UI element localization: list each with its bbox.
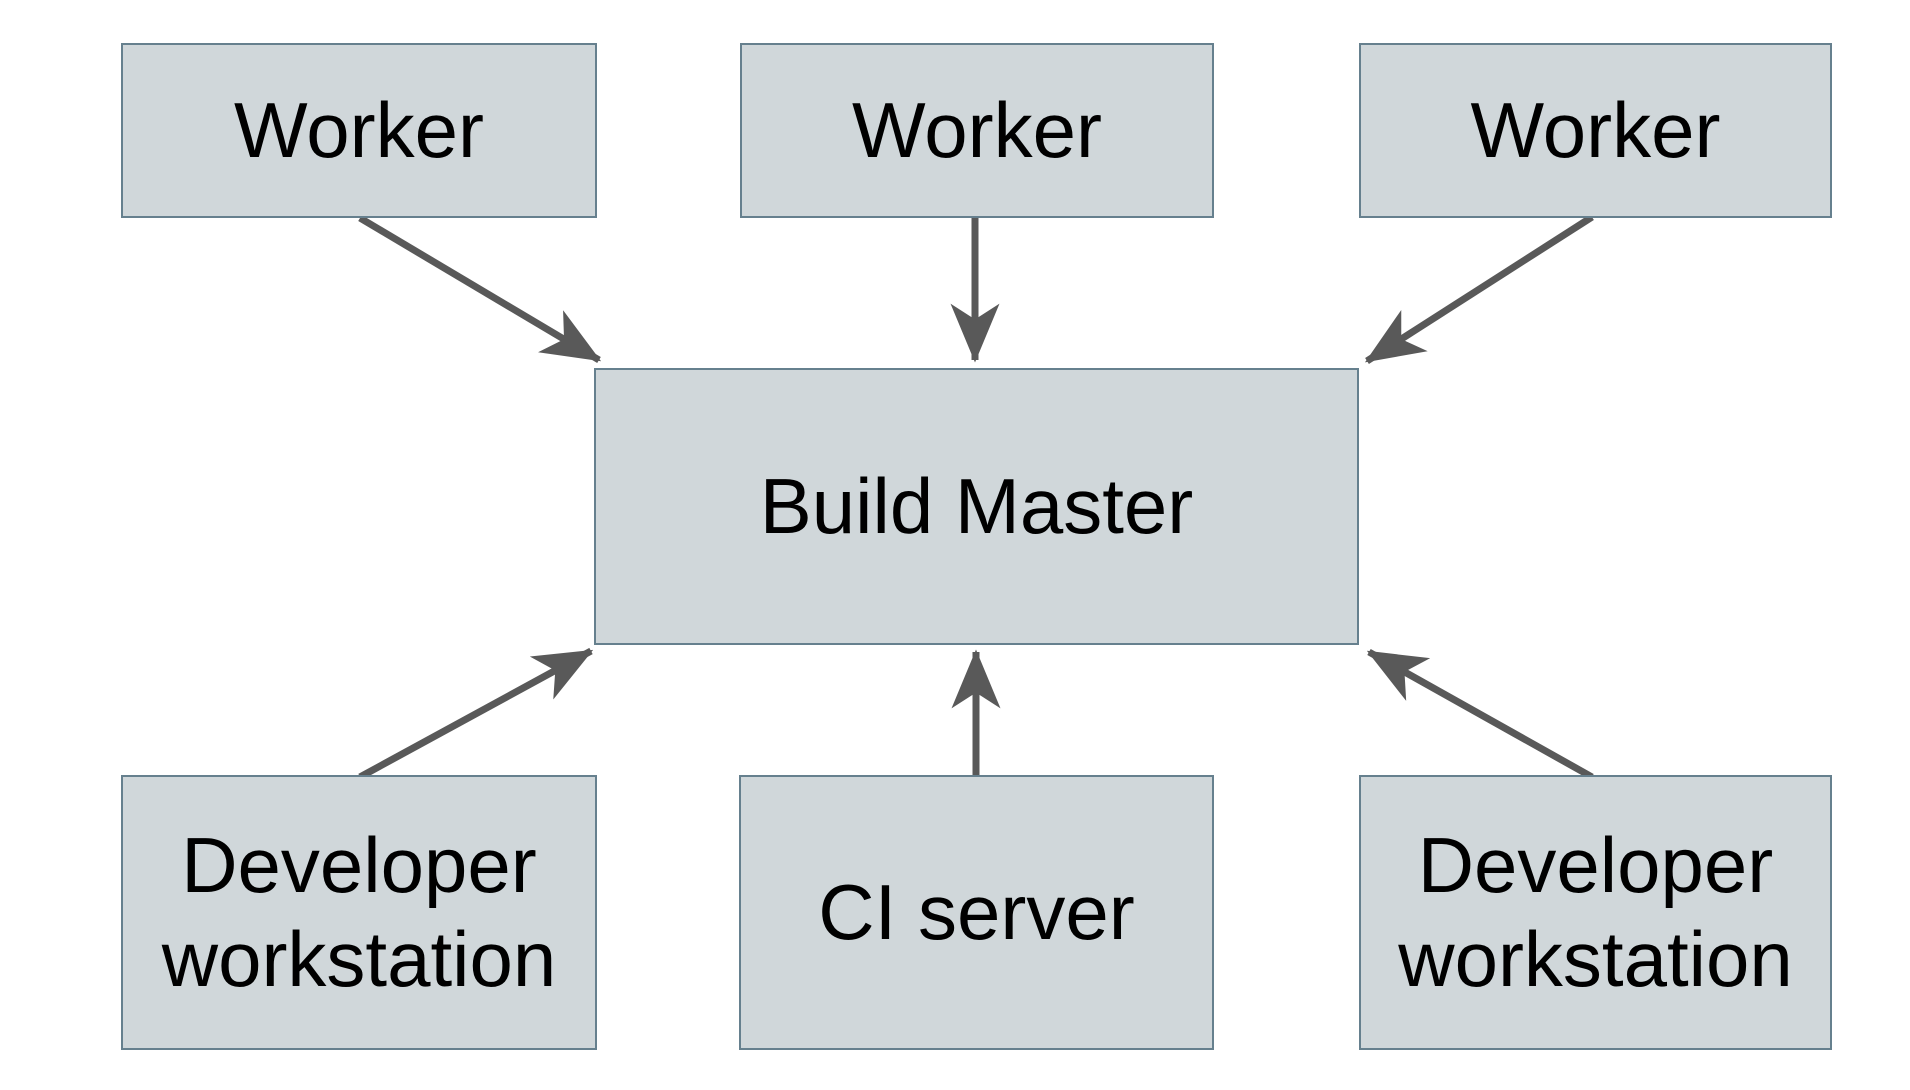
arrow-dev-left-to-build-master <box>358 647 594 781</box>
node-developer-workstation-left-label: Developer workstation <box>161 820 557 1003</box>
node-worker-3-label: Worker <box>1470 85 1721 174</box>
node-worker-2-label: Worker <box>852 85 1102 174</box>
node-developer-workstation-right: Developer workstation <box>1359 775 1832 1050</box>
node-worker-1: Worker <box>121 43 597 218</box>
arrow-worker1-to-build-master <box>358 214 602 364</box>
arrow-dev-right-to-build-master <box>1366 648 1594 781</box>
node-developer-workstation-right-label: Developer workstation <box>1398 820 1793 1003</box>
arrow-worker3-to-build-master <box>1364 214 1594 364</box>
node-worker-1-label: Worker <box>234 85 484 174</box>
node-worker-3: Worker <box>1359 43 1832 218</box>
node-build-master-label: Build Master <box>759 461 1194 550</box>
node-worker-2: Worker <box>740 43 1214 218</box>
node-ci-server-label: CI server <box>818 867 1135 956</box>
node-ci-server: CI server <box>739 775 1214 1050</box>
node-build-master: Build Master <box>594 368 1359 645</box>
node-developer-workstation-left: Developer workstation <box>121 775 597 1050</box>
